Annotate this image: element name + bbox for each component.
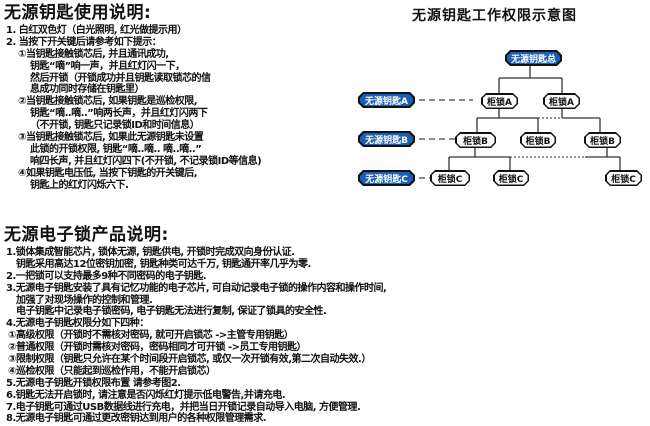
text-line: 2.一把锁可以支持最多9种不同密码的电子钥匙.: [6, 270, 207, 282]
text-line: 6.钥匙无法开启锁时, 请注意是否闪烁红灯提示低电警告,并请充电.: [6, 389, 286, 401]
text-line: 加强了对现场操作的控制和管理.: [16, 294, 153, 306]
text-line: ①当钥匙接触锁芯后, 并且通讯成功,: [18, 48, 169, 60]
text-line: 3.无源电子钥匙安装了具有记忆功能的电子芯片, 可自动记录电子锁的操作内容和操作…: [6, 282, 387, 294]
usage-instructions: 1. 白红双色灯（白光照明, 红光做提示用）2. 当按下开关键后请参考如下提示：…: [6, 25, 262, 191]
usage-title: 无源钥匙使用说明:: [4, 3, 152, 23]
text-line: 1.锁体集成智能芯片, 锁体无源, 钥匙供电, 开锁时完成双向身份认证.: [6, 247, 295, 258]
lock-c-node: 柜锁C: [605, 170, 642, 186]
lock-c-node: 柜锁C: [493, 170, 529, 186]
lock-b-node: 柜锁B: [584, 132, 621, 148]
diagram-connectors: [419, 66, 621, 179]
text-line: ③当钥匙接触锁芯后, 如果此无源钥匙未设置: [18, 132, 204, 144]
lock-a-node: 柜锁A: [543, 93, 580, 109]
key-a-node: 无源钥匙A: [358, 92, 415, 108]
text-line: 此锁的开锁权限, 钥匙“嘀..嘀.. 嘀..嘀..”: [30, 143, 202, 155]
text-line: 钥匙上的红灯闪烁六下.: [30, 179, 129, 191]
text-line: 7.电子钥匙可通过USB数据线进行充电，并把当日开锁记录自动导入电脑, 方便管理…: [6, 401, 361, 413]
text-line: ③限制权限（钥匙只允许在某个时间段开启锁芯, 或仅一次开锁有效,第二次自动失效.…: [8, 354, 371, 366]
text-line: 2. 当按下开关键后请参考如下提示：: [6, 36, 162, 48]
lock-b-node: 柜锁B: [520, 132, 556, 148]
text-line: 4.无源电子钥匙权限分如下四种：: [6, 318, 149, 330]
master-key-node: 无源钥匙总: [505, 50, 562, 66]
text-line: 响四长声, 并且红灯闪四下(不开锁, 不记录锁ID等信息): [30, 155, 262, 167]
key-c-node: 无源钥匙C: [358, 170, 415, 186]
text-line: ④巡检权限（只能起到巡检作用，不能开启锁芯）: [8, 365, 216, 377]
lock-b-node: 柜锁B: [455, 132, 496, 148]
text-line: 钥匙“嘀..嘀..”响两长声，并且红灯闪两下: [30, 108, 208, 120]
lock-a-node: 柜锁A: [481, 93, 518, 109]
permission-diagram: 无源钥匙工作权限示意图 无源钥匙总 无源钥匙A 无源钥匙B 无源钥匙C 柜锁A …: [355, 0, 650, 210]
diagram-title: 无源钥匙工作权限示意图: [412, 8, 577, 24]
text-line: 8.无源电子钥匙可通过更改密钥达到用户的各种权限管理需求.: [6, 413, 267, 425]
text-line: ②当钥匙接触锁芯后, 如果钥匙是巡检权限,: [18, 96, 198, 108]
text-line: 电子钥匙中记录电子锁密码, 电子钥匙无法进行复制, 保证了锁具的安全性.: [16, 306, 327, 318]
key-b-node: 无源钥匙B: [358, 131, 415, 147]
product-description: 1.锁体集成智能芯片, 锁体无源, 钥匙供电, 开锁时完成双向身份认证.钥匙采用…: [6, 247, 387, 425]
text-line: ②普通权限（开锁时需核对密码，密码相同才可开锁 ->员工专用钥匙）: [8, 342, 306, 354]
text-line: 1. 白红双色灯（白光照明, 红光做提示用）: [6, 25, 187, 36]
text-line: （不开锁, 钥匙只记录锁ID和时间信息）: [30, 120, 200, 132]
text-line: 然后开锁（开锁成功并且钥匙读取锁芯的信: [30, 72, 211, 84]
text-line: ①高级权限（开锁时不需核对密码, 就可开启锁芯 ->主管专用钥匙）: [8, 330, 294, 342]
text-line: 5.无源电子钥匙开锁权限布置 请参考图2.: [6, 377, 181, 389]
text-line: 息成功同时存储在钥匙里）: [30, 84, 145, 96]
text-line: 钥匙采用高达12位密钥加密, 钥匙种类可达千万, 钥匙通开率几乎为零.: [16, 258, 311, 270]
product-title: 无源电子锁产品说明:: [4, 225, 169, 245]
text-line: 钥匙“嘀”响一声，并且红灯闪一下，: [30, 60, 185, 72]
lock-c-node: 柜锁C: [430, 170, 470, 186]
text-line: ④如果钥匙电压低, 当按下钥匙的开关键后,: [18, 167, 198, 179]
